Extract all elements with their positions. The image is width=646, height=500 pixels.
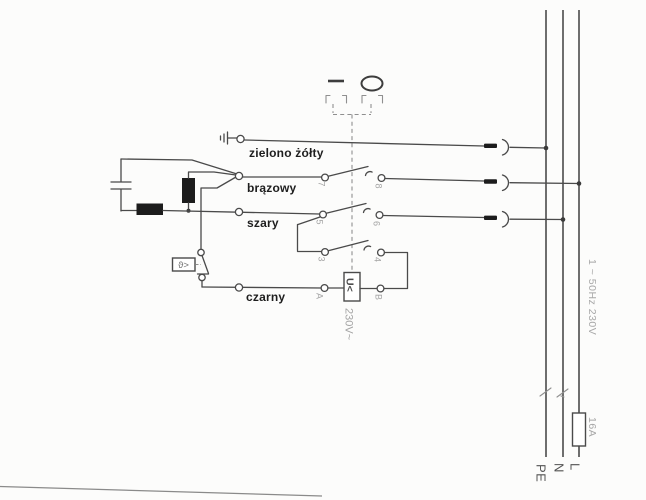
fuse-rating-label: 16A xyxy=(586,417,598,437)
actuator-on-bracket xyxy=(325,94,348,104)
pe-wire-row: zielono żółty xyxy=(219,131,549,160)
contact-blade-5-6 xyxy=(325,202,367,214)
contact-hook-6 xyxy=(362,207,371,214)
mains-bus: 16A 1 ~ 50Hz 230V L N PE xyxy=(534,10,598,482)
pe-line-label: PE xyxy=(534,464,549,482)
terminal-6-label: 6 xyxy=(372,221,382,226)
n-line-label: N xyxy=(552,463,567,473)
junction-dot xyxy=(543,145,549,151)
coil-terminal-a xyxy=(320,283,329,293)
terminal-a-label: A xyxy=(315,293,325,299)
contact-terminal-4 xyxy=(376,248,386,257)
plug-pin-icon xyxy=(484,143,497,148)
thermal-protector-box xyxy=(171,257,196,272)
ground-icon xyxy=(219,131,238,145)
brown-to-thermal-wire xyxy=(200,176,237,250)
contact-terminal-6 xyxy=(375,210,384,220)
terminal-3-label: 3 xyxy=(317,257,327,262)
terminal-4-label: 4 xyxy=(373,257,383,262)
brown-wire-label: brązowy xyxy=(247,181,297,195)
actuator-off-icon xyxy=(360,75,384,92)
winding-main-icon xyxy=(136,203,163,215)
thermal-contact-blade xyxy=(196,254,210,275)
contact-terminal-3 xyxy=(320,247,330,257)
contact-terminal-7 xyxy=(320,173,330,182)
winding-aux-top-wire xyxy=(187,171,237,179)
contact-terminal-8 xyxy=(377,173,386,183)
contact-hook-8 xyxy=(364,170,373,177)
contact-blade-7-8 xyxy=(327,165,369,177)
pe-wire-label: zielono żółty xyxy=(249,146,324,160)
plug-pin-icon xyxy=(484,215,497,220)
junction-dot xyxy=(560,217,566,222)
black-wire-label: czarny xyxy=(246,290,285,304)
terminal-b-label: B xyxy=(374,294,384,300)
plug-pin-icon xyxy=(484,179,497,184)
coil-row: U< 230V~ czarny A B xyxy=(201,271,385,340)
terminal-circle xyxy=(234,171,244,181)
socket-arc-icon xyxy=(501,138,510,156)
terminal-circle xyxy=(236,134,245,144)
terminal-7-label: 7 xyxy=(317,182,327,187)
socket-arc-icon xyxy=(501,210,510,228)
contact-4-to-coil-b-wire xyxy=(383,251,409,290)
terminal-5-label: 5 xyxy=(315,220,325,225)
pe-continuation-mark xyxy=(539,387,552,397)
actuator-off-bracket xyxy=(361,94,384,104)
thermal-contact-top xyxy=(197,248,205,257)
contact-blade-3-4 xyxy=(327,239,369,252)
contact-34-row: 3 4 xyxy=(317,239,409,290)
black-wire xyxy=(201,286,323,289)
terminal-8-label: 8 xyxy=(374,184,384,189)
undervoltage-coil-box xyxy=(343,271,361,302)
brown-wire-row: brązowy 7 8 xyxy=(200,165,582,250)
fuse-icon xyxy=(571,412,587,447)
terminal-circle xyxy=(234,207,244,217)
terminal-circle xyxy=(234,283,244,292)
coil-voltage-label: 230V~ xyxy=(343,308,355,340)
capacitor-icon xyxy=(110,158,132,212)
paper-edge-line xyxy=(0,485,323,497)
pe-wire xyxy=(243,139,485,147)
gray-wire-row: szary 5 6 xyxy=(162,202,566,253)
pe-wire-to-bus xyxy=(509,146,547,149)
gray-wire-right xyxy=(382,214,485,219)
thermal-contact-bottom xyxy=(198,273,206,282)
capacitor-top-wire xyxy=(120,158,238,175)
socket-arc-icon xyxy=(501,174,510,192)
undervoltage-coil-label: U< xyxy=(344,278,356,292)
brown-wire-to-bus xyxy=(509,182,580,185)
thermal-branch: ϑ> xyxy=(171,248,210,288)
junction-dot xyxy=(576,181,582,186)
n-continuation-mark xyxy=(556,388,569,398)
contact-terminal-5 xyxy=(318,210,328,219)
motor-components xyxy=(110,158,238,215)
coil-terminal-b xyxy=(376,284,385,293)
switch-actuators xyxy=(325,75,384,272)
gray-wire-label: szary xyxy=(247,216,279,230)
thermal-protector-label: ϑ> xyxy=(178,260,189,271)
gray-branch-to-contact-3 xyxy=(296,216,323,253)
supply-rating-label: 1 ~ 50Hz 230V xyxy=(586,259,598,335)
contact-hook-4 xyxy=(363,245,372,251)
winding-aux-icon xyxy=(182,178,195,203)
l-line-label: L xyxy=(568,463,583,471)
brown-wire-right xyxy=(384,177,485,182)
